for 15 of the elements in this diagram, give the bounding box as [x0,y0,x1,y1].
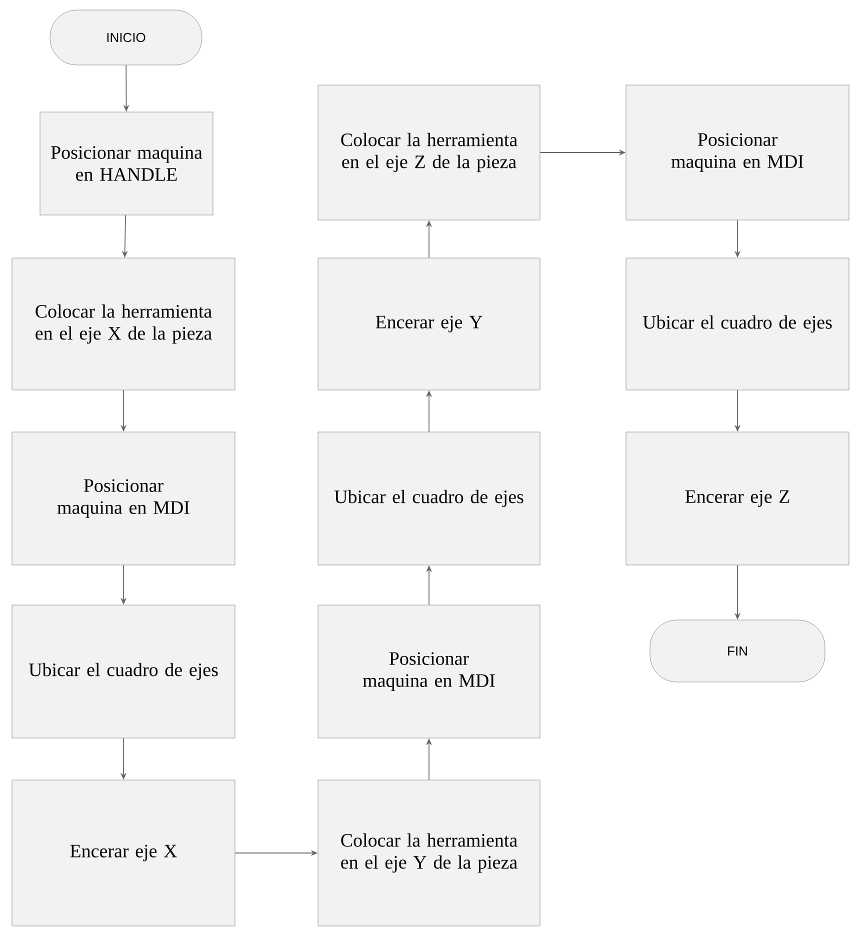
terminal-box: INICIO [50,10,202,66]
process-box: Posicionar maquina en HANDLE [40,112,214,216]
process-box: Colocar la herramienta en el eje X de la pieza [12,258,236,390]
process-box: Posicionar maquina en MDI [318,604,540,738]
process-box: Encerar eje X [12,780,236,926]
process-box: Posicionar maquina en MDI [12,432,236,566]
process-box: Encerar eje Y [318,258,540,390]
process-box: Colocar la herramienta en el eje Z de la pieza [318,84,540,220]
process-box: Posicionar maquina en MDI [626,84,850,220]
terminal-box: FIN [650,620,826,682]
process-box: Ubicar el cuadro de ejes [626,258,850,390]
process-box: Encerar eje Z [626,432,850,566]
process-box: Ubicar el cuadro de ejes [318,432,540,566]
process-box: Ubicar el cuadro de ejes [12,604,236,738]
process-box: Colocar la herramienta en el eje Y de la pieza [318,780,540,926]
